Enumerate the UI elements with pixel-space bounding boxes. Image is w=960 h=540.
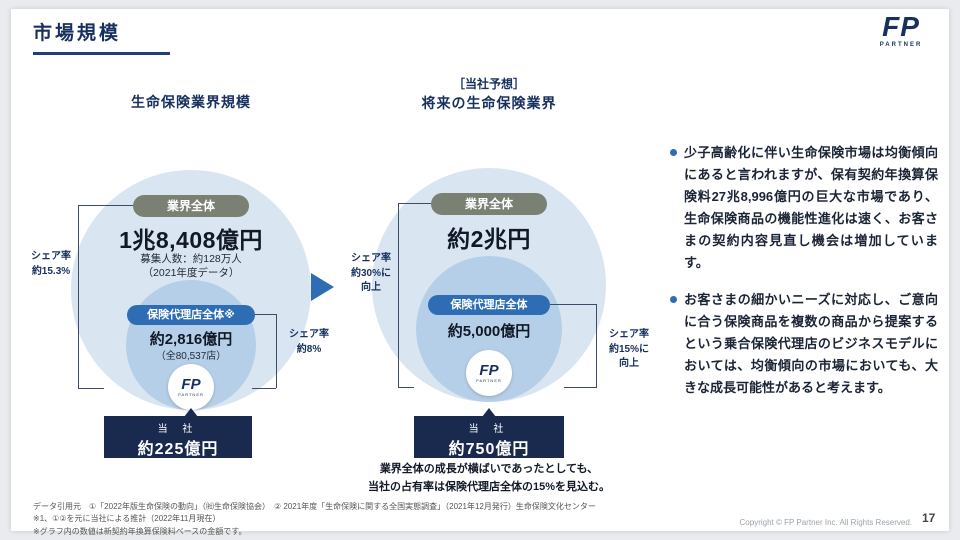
left-bracket-top-line	[78, 205, 133, 206]
left-company-label: 当 社	[157, 424, 199, 435]
right-company-pointer	[482, 408, 496, 417]
list-item: お客さまの細かいニーズに対応し、ご意向に合う保険商品を複数の商品から提案するとい…	[670, 289, 938, 399]
list-item: 少子高齢化に伴い生命保険市場は均衡傾向にあると言われますが、保有契約年換算保険料…	[670, 142, 938, 275]
right-company-value: 約750億円	[448, 441, 530, 458]
right-inner-bracket-vertical-line	[596, 304, 597, 388]
right-inner-bracket-top-line	[550, 304, 596, 305]
left-company-pointer	[184, 408, 198, 417]
bullet-text: お客さまの細かいニーズに対応し、ご意向に合う保険商品を複数の商品から提案するとい…	[684, 291, 938, 395]
fp-logo-wordmark: PARTNER	[879, 42, 923, 48]
left-industry-sub2: （2021年度データ）	[142, 267, 240, 279]
left-agency-badge: 保険代理店全体※	[127, 305, 255, 325]
left-inner-bracket-vertical-line	[276, 314, 277, 388]
left-share-rate-label: シェア率 約15.3%	[31, 251, 71, 277]
right-inner-share-rate-label: シェア率 約15%に 向上	[608, 329, 649, 369]
page-title: 市場規模	[33, 23, 122, 44]
left-industry-badge: 業界全体	[133, 195, 249, 217]
right-chart-note: 業界全体の成長が横ばいであったとしても、 当社の占有率は保険代理店全体の15%を…	[367, 463, 610, 493]
fp-logo-wordmark: PARTNER	[178, 392, 204, 397]
right-agency-value: 約5,000億円	[447, 323, 531, 340]
bullet-text: 少子高齢化に伴い生命保険市場は均衡傾向にあると言われますが、保有契約年換算保険料…	[684, 145, 938, 271]
right-inner-bracket-bottom-line	[564, 387, 596, 388]
footnote-line: ※1、①②を元に当社による推計（2022年11月現在）	[33, 514, 221, 524]
left-inner-bracket-top-line	[255, 314, 276, 315]
left-agency-value: 約2,816億円	[149, 331, 233, 348]
left-bracket-bottom-line	[78, 388, 104, 389]
right-chart-heading: 将来の生命保険業界	[421, 95, 557, 111]
left-inner-bracket-bottom-line	[252, 388, 276, 389]
fp-logo-wordmark: PARTNER	[476, 378, 502, 383]
footnotes: データ引用元 ①「2022年版生命保険の動向」（㈳生命保険協会） ② 2021年…	[33, 501, 596, 538]
bullet-icon	[670, 295, 677, 303]
right-bracket-bottom-line	[398, 387, 414, 388]
right-industry-value: 約2兆円	[447, 226, 531, 252]
fp-logo-icon: FP	[882, 11, 920, 42]
footnote-line: データ引用元 ①「2022年版生命保険の動向」（㈳生命保険協会） ② 2021年…	[33, 502, 596, 511]
right-agency-badge: 保険代理店全体	[428, 295, 550, 315]
left-company-box: 当 社 約225億円	[104, 416, 252, 458]
right-bracket-top-line	[398, 203, 431, 204]
right-company-label: 当 社	[468, 424, 510, 435]
arrow-right-icon	[311, 273, 334, 301]
left-agency-sub: （全80,537店）	[155, 351, 227, 362]
left-industry-sub1: 募集人数：約128万人	[140, 253, 242, 265]
left-industry-value: 1兆8,408億円	[119, 227, 263, 253]
footnote-line: ※グラフ内の数値は新契約年換算保険料ベースの金額です。	[33, 526, 247, 536]
commentary-list: 少子高齢化に伴い生命保険市場は均衡傾向にあると言われますが、保有契約年換算保険料…	[670, 142, 938, 413]
page-title-underline: 市場規模	[33, 18, 170, 55]
copyright-text: Copyright © FP Partner Inc. All Rights R…	[739, 518, 912, 527]
fp-logo-icon: FP	[479, 362, 499, 379]
page-number: 17	[922, 511, 936, 525]
left-company-logo-circle: FP PARTNER	[168, 364, 214, 410]
fp-partner-logo: FP PARTNER	[866, 11, 936, 49]
right-company-logo-circle: FP PARTNER	[466, 350, 512, 396]
right-industry-badge: 業界全体	[431, 193, 547, 215]
right-company-box: 当 社 約750億円	[414, 416, 564, 458]
bullet-icon	[670, 149, 677, 156]
left-chart-heading: 生命保険業界規模	[131, 94, 251, 110]
left-inner-share-rate-label: シェア率 約8%	[289, 329, 329, 355]
right-chart-forecast-tag: ［当社予想］	[452, 77, 525, 91]
left-bracket-vertical-line	[78, 205, 79, 389]
right-share-rate-label: シェア率 約30%に 向上	[350, 253, 391, 293]
fp-logo-icon: FP	[181, 376, 201, 393]
left-company-value: 約225億円	[137, 441, 219, 458]
right-bracket-vertical-line	[398, 203, 399, 388]
